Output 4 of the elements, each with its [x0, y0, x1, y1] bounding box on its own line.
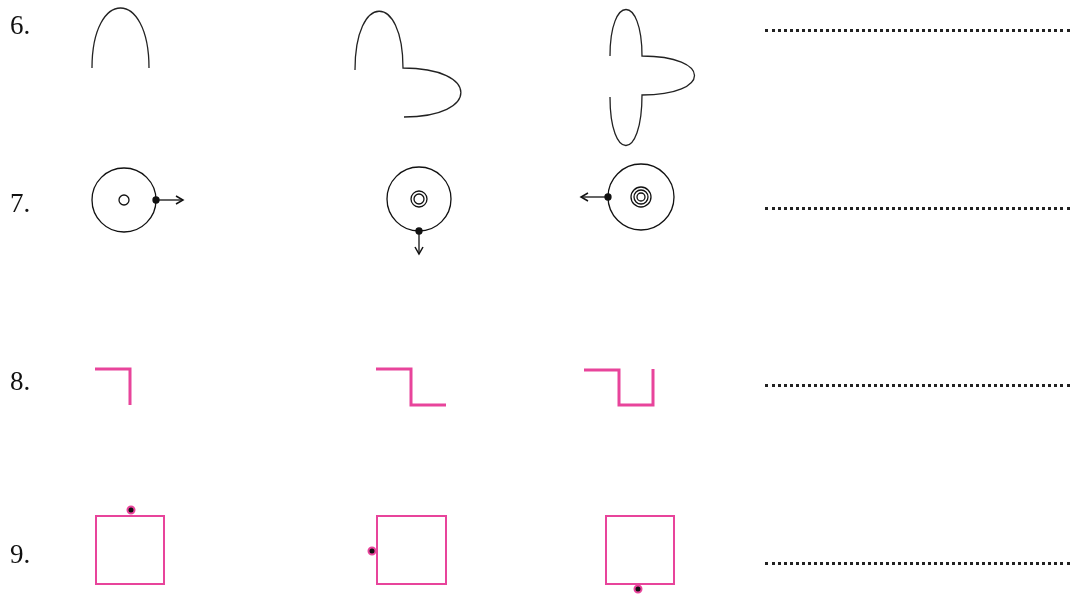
question-number: 7. — [10, 188, 31, 218]
question-number: 9. — [10, 539, 31, 569]
question-number: 6. — [10, 10, 31, 40]
question-number: 8. — [10, 366, 31, 396]
